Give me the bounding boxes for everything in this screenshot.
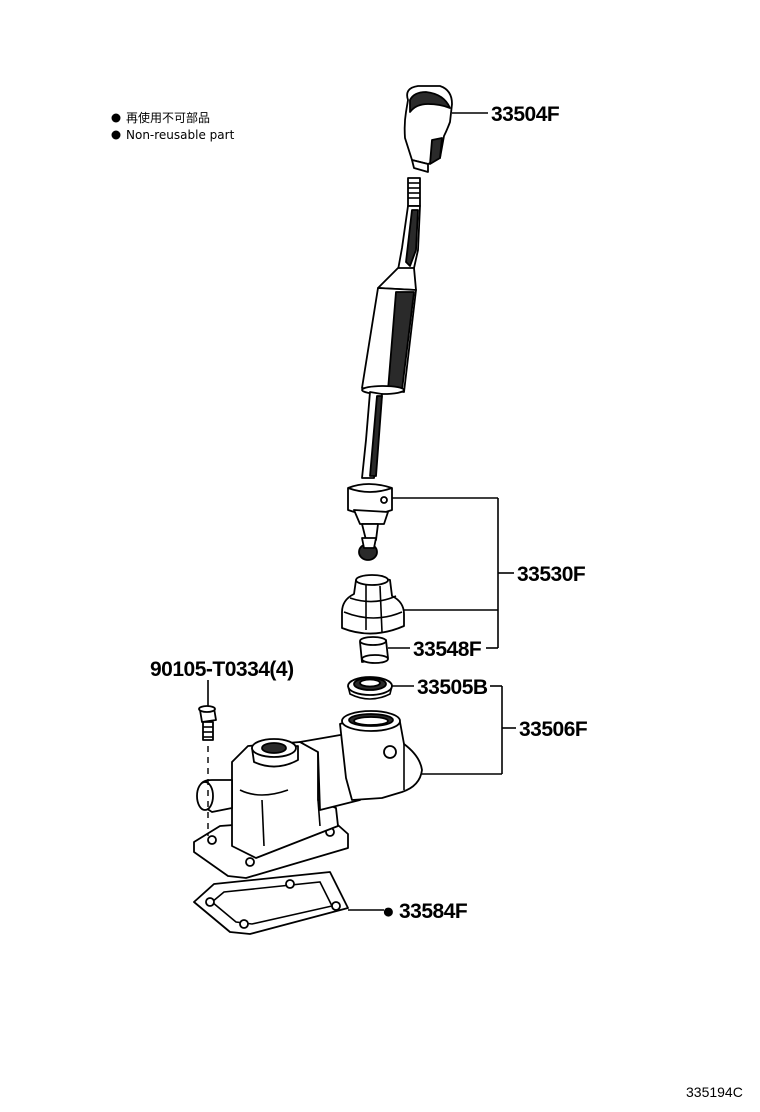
part-label-knob: 33504F <box>491 103 560 126</box>
part-label-bushing: 33548F <box>413 638 482 661</box>
oil-seal <box>347 676 393 700</box>
bracket-housing <box>422 685 516 775</box>
shift-lever <box>347 177 421 561</box>
part-label-gasket: 33584F <box>399 900 468 923</box>
gasket <box>193 871 349 935</box>
bushing <box>359 636 389 664</box>
part-label-lever-assembly: 33530F <box>517 563 586 586</box>
bracket-lever-assembly <box>392 497 514 649</box>
legend-bullet-icon <box>111 130 121 140</box>
legend-text-japanese: 再使用不可部品 <box>126 110 210 125</box>
legend-bullet-icon <box>111 113 121 123</box>
bolt <box>198 705 217 741</box>
diagram-id: 335194C <box>686 1084 743 1100</box>
shift-housing <box>193 710 423 879</box>
shift-knob <box>403 85 453 173</box>
legend: 再使用不可部品 Non-reusable part <box>111 110 235 142</box>
legend-text-english: Non-reusable part <box>126 128 235 142</box>
part-label-housing: 33506F <box>519 718 588 741</box>
shift-boot <box>341 574 405 635</box>
part-label-bolt: 90105-T0334(4) <box>150 658 294 681</box>
part-label-oil-seal: 33505B <box>417 676 488 699</box>
non-reusable-marker-icon: ● <box>382 900 394 923</box>
